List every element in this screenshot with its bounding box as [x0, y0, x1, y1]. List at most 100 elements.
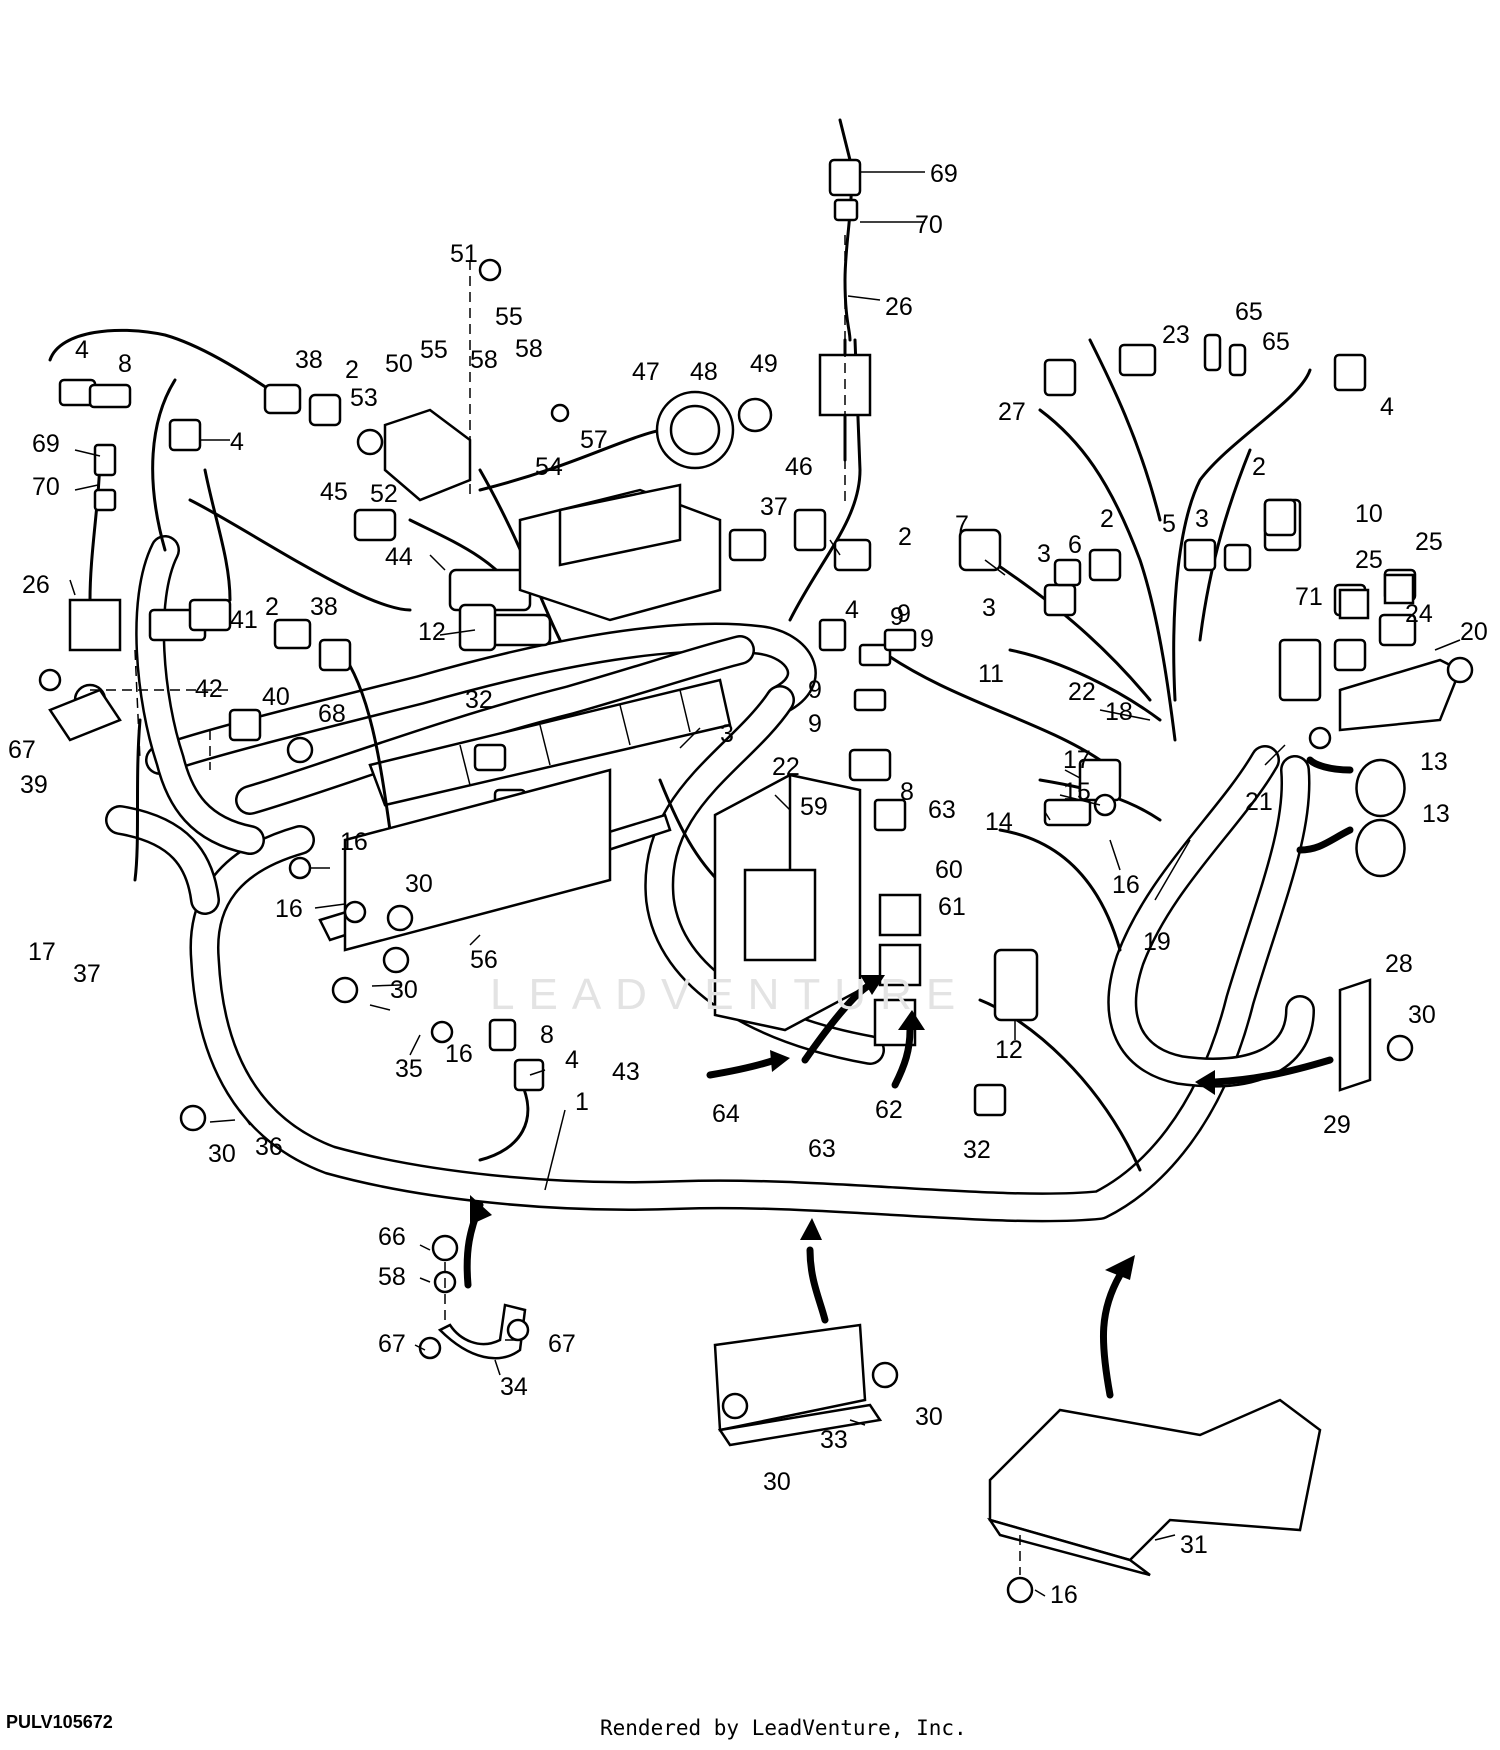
callout-label: 13 [1422, 800, 1450, 828]
callout-label: 60 [935, 856, 963, 884]
callout-label: 13 [1420, 748, 1448, 776]
cover-plate [713, 1323, 867, 1432]
callout-label: 2 [265, 593, 279, 621]
callout-label: 59 [800, 793, 828, 821]
callout-label: 67 [8, 736, 36, 764]
callout-label: 50 [385, 350, 413, 378]
assembly-lines [90, 235, 1021, 1575]
callout-label: 45 [320, 478, 348, 506]
callout-label: 39 [20, 771, 48, 799]
callout-label: 64 [712, 1100, 740, 1128]
callout-label: 16 [1112, 871, 1140, 899]
callout-label: 16 [275, 895, 303, 923]
callout-label: 17 [1063, 746, 1091, 774]
callout-label: 9 [890, 603, 904, 631]
callout-label: 25 [1415, 528, 1443, 556]
callout-label: 8 [540, 1021, 554, 1049]
callout-label: 66 [378, 1223, 406, 1251]
callout-label: 5 [1162, 510, 1176, 538]
callout-label: 63 [928, 796, 956, 824]
callout-label: 22 [772, 753, 800, 781]
callout-label: 65 [1235, 298, 1263, 326]
callout-label: 48 [690, 358, 718, 386]
callout-label: 29 [1323, 1111, 1351, 1139]
callout-label: 3 [1195, 505, 1209, 533]
callout-label: 16 [1050, 1581, 1078, 1609]
callout-label: 55 [420, 336, 448, 364]
callout-label: 40 [262, 683, 290, 711]
callout-label: 42 [195, 675, 223, 703]
callout-label: 36 [255, 1133, 283, 1161]
callout-label: 69 [930, 160, 958, 188]
callout-label: 17 [28, 938, 56, 966]
callout-label: 1 [575, 1088, 589, 1116]
callout-label: 67 [548, 1330, 576, 1358]
main-harness [105, 535, 1315, 1223]
callout-label: 65 [1262, 328, 1290, 356]
callout-label: 44 [385, 543, 413, 571]
callout-label: 35 [395, 1055, 423, 1083]
callout-label: 3 [720, 720, 734, 748]
components [38, 158, 1474, 1604]
callout-label: 10 [1355, 500, 1383, 528]
callout-labels: 69 70 26 51 55 55 50 58 58 53 57 54 52 4… [8, 160, 1488, 1609]
callout-label: 18 [1105, 698, 1133, 726]
callout-label: 9 [897, 600, 911, 628]
callout-label: 31 [1180, 1531, 1208, 1559]
callout-label: 51 [450, 240, 478, 268]
callout-label: 30 [1408, 1001, 1436, 1029]
callout-label: 21 [1245, 788, 1273, 816]
callout-label: 8 [118, 350, 132, 378]
callout-label: 15 [1063, 778, 1091, 806]
callout-label: 53 [350, 384, 378, 412]
callout-label: 32 [465, 686, 493, 714]
callout-label: 24 [1405, 600, 1433, 628]
leader-lines [69, 171, 1461, 1597]
callout-label: 12 [995, 1036, 1023, 1064]
callout-label: 30 [405, 870, 433, 898]
callout-label: 26 [22, 571, 50, 599]
callout-label: 58 [470, 346, 498, 374]
callout-label: 55 [495, 303, 523, 331]
callout-label: 2 [1100, 505, 1114, 533]
direction-arrows [463, 756, 1354, 1399]
callout-label: 49 [750, 350, 778, 378]
callout-label: 9 [808, 710, 822, 738]
callout-label: 43 [612, 1058, 640, 1086]
callout-label: 37 [760, 493, 788, 521]
watermark-text: LEADVENTURE [490, 970, 970, 1019]
callout-label: 34 [500, 1373, 528, 1401]
callout-label: 33 [820, 1426, 848, 1454]
callout-label: 32 [963, 1136, 991, 1164]
callout-label: 46 [785, 453, 813, 481]
callout-label: 70 [915, 211, 943, 239]
callout-label: 54 [535, 453, 563, 481]
callout-label: 14 [985, 808, 1013, 836]
callout-label: 26 [885, 293, 913, 321]
callout-label: 47 [632, 358, 660, 386]
callout-label: 19 [1143, 928, 1171, 956]
callout-label: 62 [875, 1096, 903, 1124]
callout-label: 16 [445, 1040, 473, 1068]
conduit-wrap [368, 678, 732, 807]
callout-label: 27 [998, 398, 1026, 426]
callout-label: 16 [340, 828, 368, 856]
callout-label: 58 [515, 335, 543, 363]
callout-label: 69 [32, 430, 60, 458]
callout-label: 37 [73, 960, 101, 988]
callout-label: 2 [898, 523, 912, 551]
callout-label: 3 [982, 594, 996, 622]
callout-label: 41 [230, 606, 258, 634]
callout-label: 12 [418, 618, 446, 646]
callout-label: 30 [208, 1140, 236, 1168]
callout-label: 70 [32, 473, 60, 501]
callout-label: 23 [1162, 321, 1190, 349]
callout-label: 30 [390, 976, 418, 1004]
callout-label: 38 [295, 346, 323, 374]
callout-label: 57 [580, 426, 608, 454]
callout-label: 58 [378, 1263, 406, 1291]
callout-label: 52 [370, 480, 398, 508]
callout-label: 4 [845, 596, 859, 624]
callout-label: 56 [470, 946, 498, 974]
